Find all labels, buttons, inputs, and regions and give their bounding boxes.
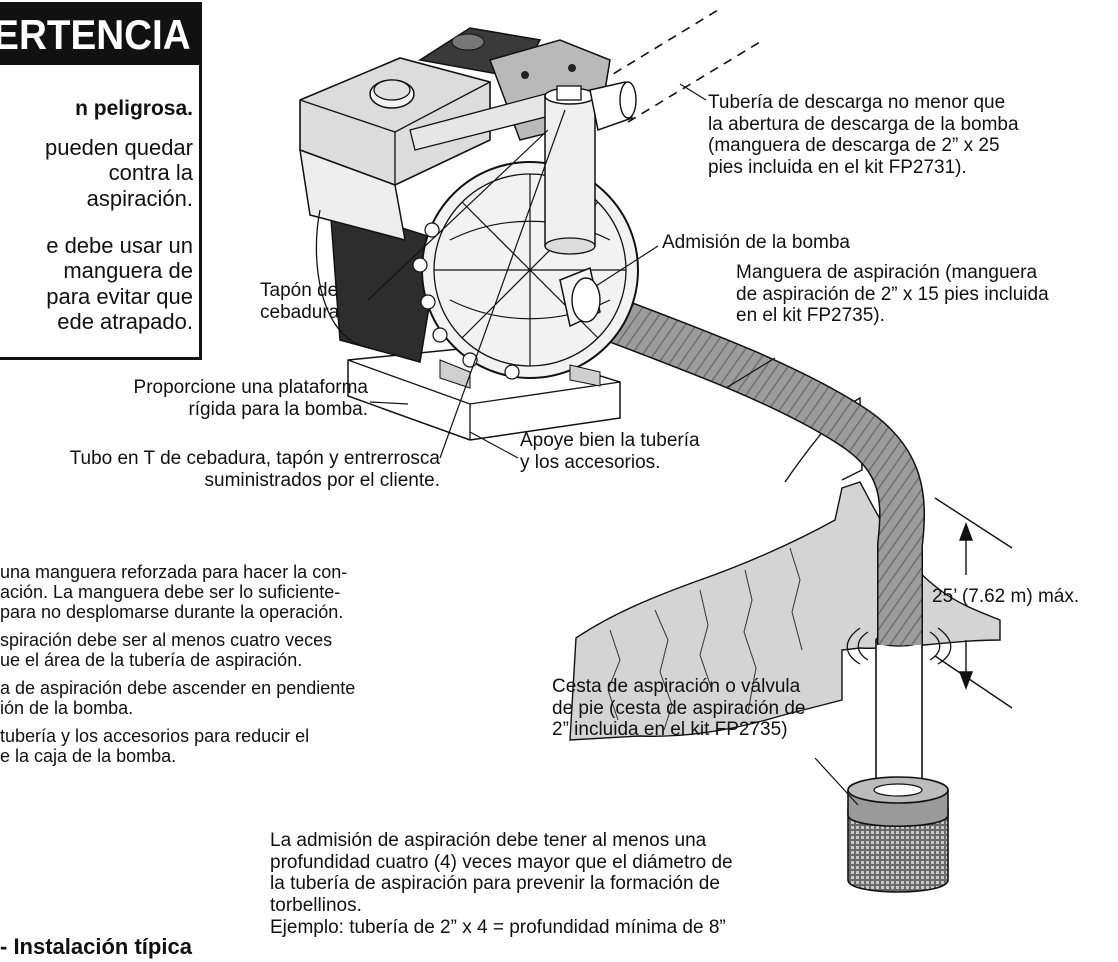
strainer-basket bbox=[847, 776, 949, 893]
note-line-8: tubería y los accesorios para reducir el bbox=[0, 726, 310, 746]
leader-suction-hose bbox=[725, 357, 776, 389]
note-line-4: spiración debe ser al menos cuatro veces bbox=[0, 630, 333, 650]
suction-hose bbox=[566, 283, 926, 645]
note-line-1: una manguera reforzada para hacer la con… bbox=[0, 562, 348, 582]
figure-caption: - Instalación típica bbox=[0, 934, 192, 959]
suction-pipe bbox=[875, 633, 923, 801]
intake-depth-label: La admisión de aspiración debe tener al … bbox=[270, 830, 733, 916]
suction-hose-label: Manguera de aspiración (manguera de aspi… bbox=[736, 262, 1049, 327]
lift-dimension bbox=[934, 497, 1013, 709]
platform-label: Proporcione una plataforma rígida para l… bbox=[133, 377, 368, 420]
warning-heading: n peligrosa. bbox=[75, 97, 193, 120]
leader-platform bbox=[369, 401, 409, 405]
note-line-9: e la caja de la bomba. bbox=[0, 746, 177, 766]
support-label: Apoye bien la tubería y los accesorios. bbox=[520, 430, 700, 473]
leader-discharge bbox=[679, 83, 707, 101]
depth-example-label: Ejemplo: tubería de 2” x 4 = profundidad… bbox=[270, 917, 726, 938]
pump-body bbox=[409, 81, 639, 389]
leader-priming-plug bbox=[367, 129, 549, 301]
discharge-pipe-label: Tubería de descarga no menor que la aber… bbox=[708, 92, 1019, 178]
warning-banner: ERTENCIA bbox=[0, 5, 199, 65]
warning-paragraph-2: e debe usar un manguera de para evitar q… bbox=[46, 233, 193, 334]
pump-intake-label: Admisión de la bomba bbox=[662, 232, 850, 253]
note-line-5: ue el área de la tubería de aspiración. bbox=[0, 650, 303, 670]
priming-plug-label: Tapón de cebadura bbox=[260, 280, 340, 323]
leader-support bbox=[469, 431, 519, 459]
warning-title: ERTENCIA bbox=[0, 11, 191, 58]
strainer-label: Cesta de aspiración o válvula de pie (ce… bbox=[552, 676, 806, 741]
leader-lines bbox=[367, 83, 859, 806]
warning-box: ERTENCIA n peligrosa. pueden quedar cont… bbox=[0, 2, 202, 360]
priming-tee-label: Tubo en T de cebadura, tapón y entrerros… bbox=[69, 448, 440, 491]
lift-limit-label: 25’ (7.62 m) máx. bbox=[932, 586, 1080, 607]
leader-strainer bbox=[814, 757, 859, 806]
leader-tee bbox=[439, 109, 566, 459]
warning-paragraph-1: pueden quedar contra la aspiración. bbox=[44, 135, 193, 211]
note-line-3: para no desplomarse durante la operación… bbox=[0, 602, 344, 622]
note-line-7: ión de la bomba. bbox=[0, 698, 134, 718]
leader-pump-intake bbox=[595, 245, 659, 287]
discharge-pipe bbox=[599, 9, 761, 123]
note-line-6: a de aspiración debe ascender en pendien… bbox=[0, 678, 356, 698]
note-line-2: ación. La manguera debe ser lo suficient… bbox=[0, 582, 341, 602]
